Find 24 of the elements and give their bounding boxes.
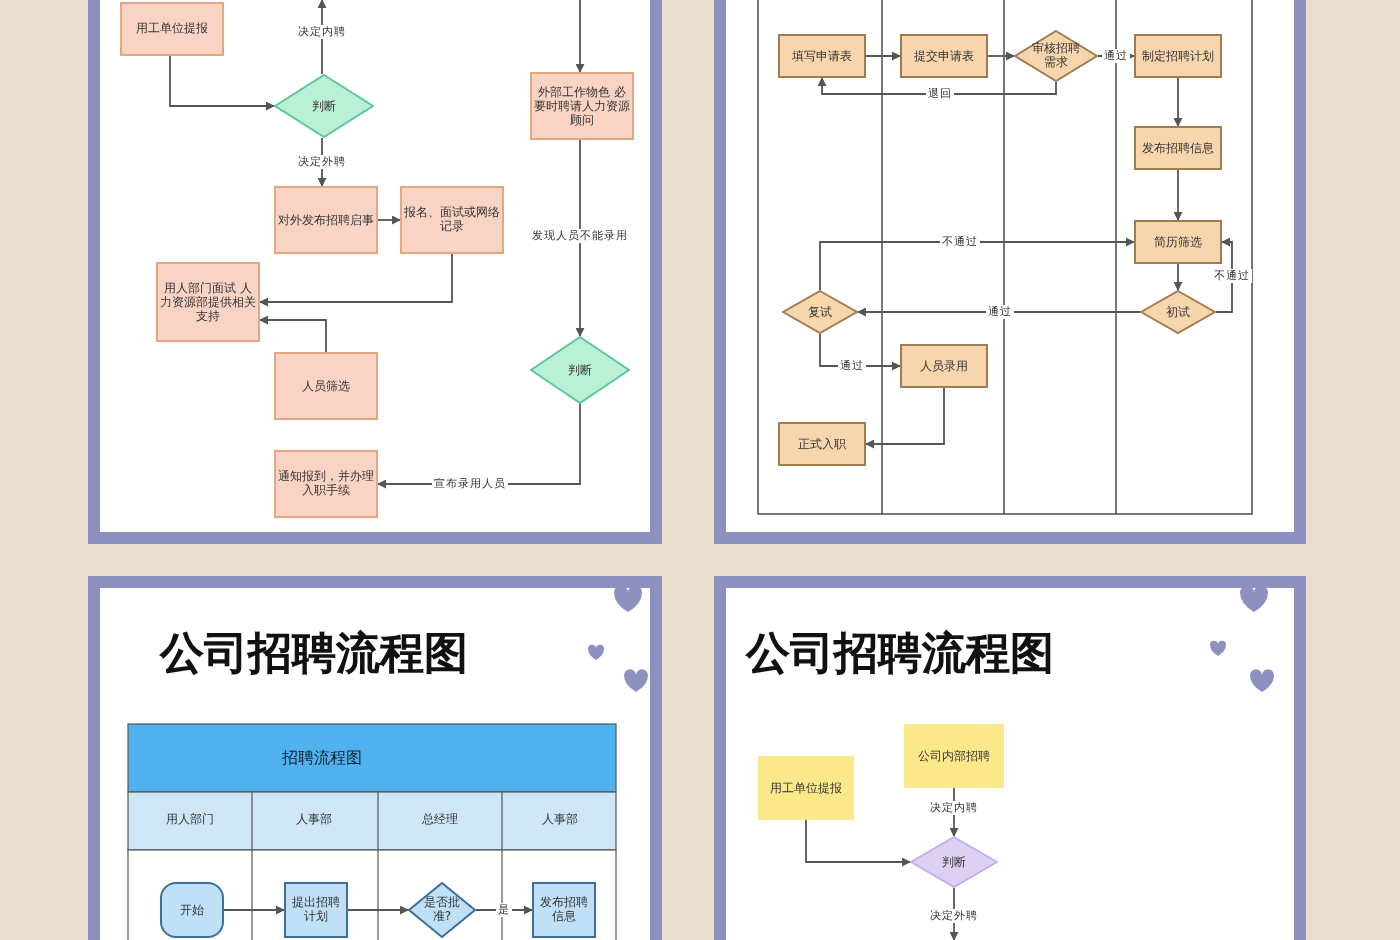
arrow <box>819 237 1135 291</box>
arrow <box>987 51 1015 61</box>
title: 公司招聘流程图 <box>746 627 1054 684</box>
arrow <box>817 77 1057 95</box>
arrow <box>1215 237 1233 313</box>
arrow <box>259 315 327 353</box>
table-header: 招聘流程图 <box>282 747 362 769</box>
arrow <box>865 387 945 449</box>
arrow <box>575 0 585 73</box>
arrow <box>259 253 453 307</box>
arrow <box>819 333 901 371</box>
arrow <box>857 307 1141 317</box>
arrow <box>575 139 585 337</box>
arrow <box>805 819 911 867</box>
arrow <box>1173 169 1183 221</box>
arrow <box>475 905 533 915</box>
arrow <box>1173 77 1183 127</box>
arrow <box>169 55 275 111</box>
arrow <box>347 905 409 915</box>
arrow <box>377 215 401 225</box>
arrow <box>1173 263 1183 291</box>
arrow <box>223 905 285 915</box>
title: 公司招聘流程图 <box>160 627 468 684</box>
arrow <box>865 51 901 61</box>
